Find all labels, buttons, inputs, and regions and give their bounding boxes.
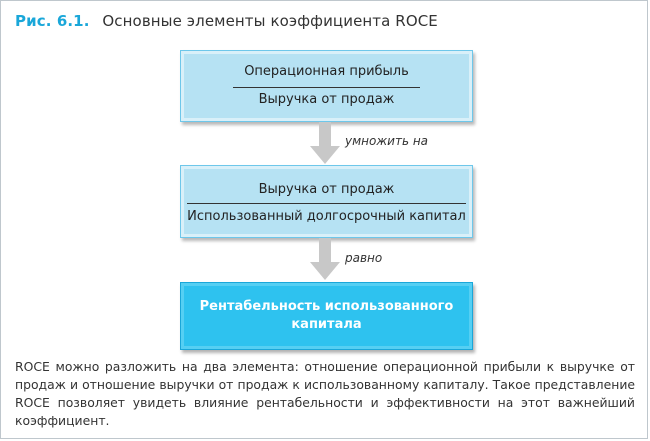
figure-number: Рис. 6.1. [15, 12, 90, 30]
denominator-capital-employed: Использованный долгосрочный капитал [187, 209, 466, 224]
connector-label-multiply: умножить на [345, 134, 429, 148]
fraction-line [233, 87, 420, 88]
down-arrow-icon [310, 122, 340, 164]
figure-description: ROCE можно разложить на два элемента: от… [15, 359, 635, 428]
down-arrow-icon [310, 238, 340, 280]
fraction-line [187, 203, 466, 204]
ratio-box-capital-turnover: Выручка от продаж Использованный долгоср… [180, 165, 473, 238]
numerator-operating-profit: Операционная прибыль [244, 64, 409, 79]
connector-label-equals: равно [345, 251, 383, 265]
result-label: Рентабельность использованного капитала [199, 299, 454, 332]
result-box-roce: Рентабельность использованного капитала [180, 282, 473, 350]
numerator-sales: Выручка от продаж [258, 182, 395, 197]
figure-caption: Рис. 6.1. Основные элементы коэффициента… [15, 12, 438, 30]
figure-title: Основные элементы коэффициента ROCE [102, 12, 438, 30]
denominator-sales: Выручка от продаж [258, 92, 395, 107]
ratio-box-operating-margin: Операционная прибыль Выручка от продаж [180, 50, 473, 122]
